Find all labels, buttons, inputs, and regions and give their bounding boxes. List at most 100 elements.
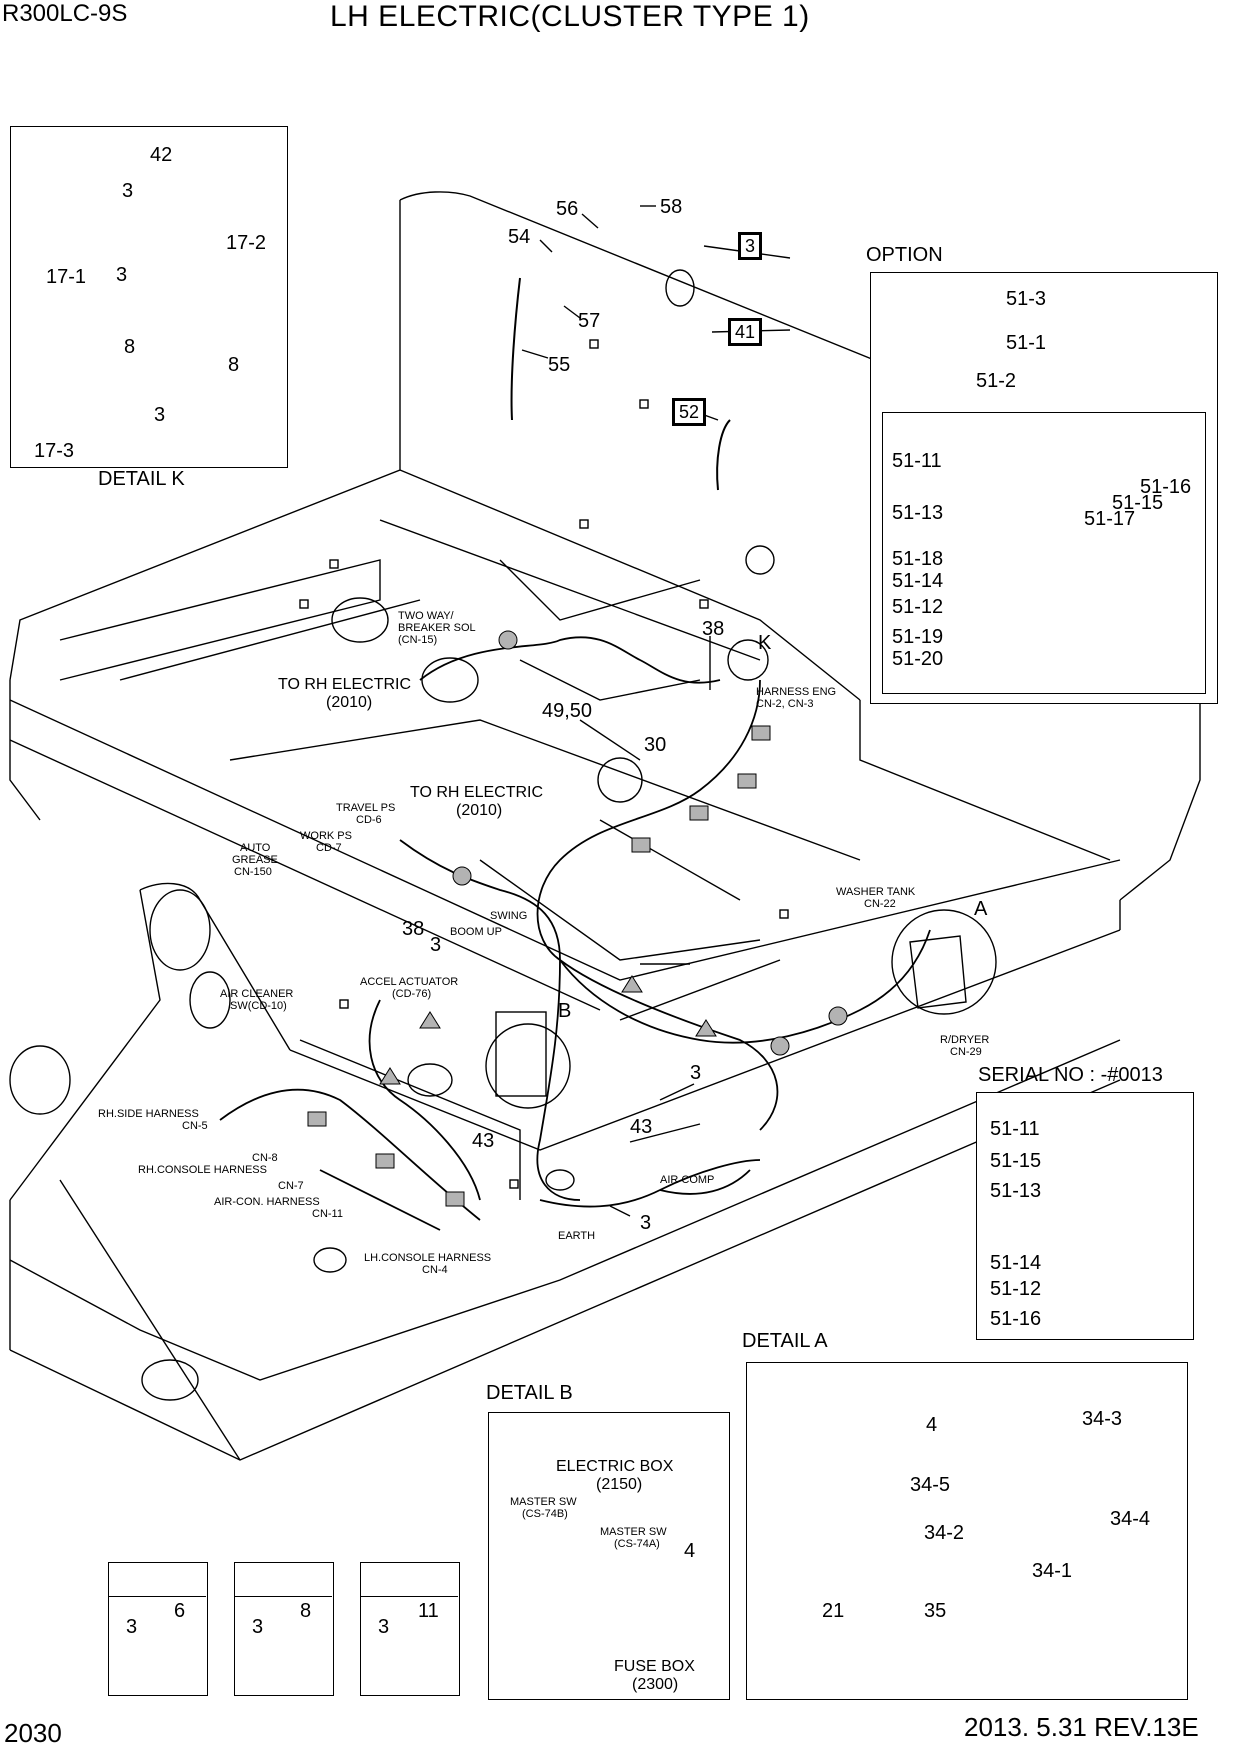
fuse-box-label: FUSE BOX xyxy=(614,1658,695,1675)
detail-a-part: 34-4 xyxy=(1110,1508,1151,1530)
connector-code: CN-5 xyxy=(182,1120,208,1132)
part-label: K xyxy=(758,632,772,654)
detail-a-part: 21 xyxy=(822,1600,845,1622)
connector-label: GREASE xyxy=(232,854,278,866)
connector-label: WORK PS xyxy=(300,830,352,842)
detail-a-part: 34-5 xyxy=(910,1474,951,1496)
connector-code: CN-29 xyxy=(950,1046,982,1058)
option-part: 51-2 xyxy=(976,370,1017,392)
electric-box-ref: (2150) xyxy=(596,1476,643,1493)
connector-code: (CD-76) xyxy=(392,988,432,1000)
connector-label: AUTO xyxy=(240,842,271,854)
serial-part: 51-12 xyxy=(990,1278,1042,1300)
connector-code: CN-4 xyxy=(422,1264,448,1276)
part-label: A xyxy=(974,898,988,920)
fuse-box-ref: (2300) xyxy=(632,1676,679,1693)
connector-code: CN-7 xyxy=(278,1180,304,1192)
connector-label: BREAKER SOL xyxy=(398,622,476,634)
detail-k-part: 3 xyxy=(122,180,134,202)
master-sw-a-code: (CS-74A) xyxy=(614,1538,660,1550)
option-part: 51-13 xyxy=(892,502,944,524)
option-part: 51-19 xyxy=(892,626,944,648)
revision-date: 2013. 5.31 REV.13E xyxy=(964,1712,1199,1742)
part-label-boxed: 52 xyxy=(672,398,707,426)
detail-a-part: 34-1 xyxy=(1032,1560,1073,1582)
detail-b-panel xyxy=(488,1412,730,1700)
part-label: 58 xyxy=(660,196,683,218)
legend-triangle-box xyxy=(360,1562,460,1696)
serial-part: 51-16 xyxy=(990,1308,1042,1330)
legend-divider xyxy=(360,1596,458,1597)
part-label: 43 xyxy=(630,1116,653,1138)
detail-k-part: 42 xyxy=(150,144,173,166)
reference-code: (2010) xyxy=(456,802,503,819)
part-label: B xyxy=(558,1000,572,1022)
part-label-boxed: 41 xyxy=(728,318,763,346)
option-part: 51-15 xyxy=(1112,492,1164,514)
legend-part-right: 8 xyxy=(300,1600,312,1622)
detail-a-caption: DETAIL A xyxy=(742,1330,828,1352)
connector-label: HARNESS ENG xyxy=(756,686,837,698)
legend-divider xyxy=(234,1596,332,1597)
connector-label: R/DRYER xyxy=(940,1034,990,1046)
option-part: 51-12 xyxy=(892,596,944,618)
part-label: 56 xyxy=(556,198,579,220)
model-number: R300LC-9S xyxy=(2,0,128,27)
connector-code: CN-11 xyxy=(312,1208,343,1220)
connector-code: CD-7 xyxy=(316,842,342,854)
option-inner-panel xyxy=(882,412,1206,694)
option-part: 51-11 xyxy=(892,450,942,472)
page-number: 2030 xyxy=(4,1718,62,1748)
connector-label: AIR COMP xyxy=(660,1174,715,1186)
connector-label: LH.CONSOLE HARNESS xyxy=(364,1252,492,1264)
legend-part-left: 3 xyxy=(126,1616,138,1638)
detail-a-part: 34-2 xyxy=(924,1522,965,1544)
serial-caption: SERIAL NO : -#0013 xyxy=(978,1064,1163,1086)
serial-part: 51-15 xyxy=(990,1150,1042,1172)
part-label: 30 xyxy=(644,734,667,756)
connector-code: CN-150 xyxy=(234,866,272,878)
option-part: 51-14 xyxy=(892,570,944,592)
reference-code: (2010) xyxy=(326,694,373,711)
reference-label: TO RH ELECTRIC xyxy=(410,784,544,801)
connector-label: TRAVEL PS xyxy=(336,802,396,814)
electric-box-label: ELECTRIC BOX xyxy=(556,1458,674,1475)
detail-k-part: 17-3 xyxy=(34,440,75,462)
connector-label: TWO WAY/ xyxy=(398,610,454,622)
detail-k-part: 8 xyxy=(228,354,240,376)
legend-part-right: 6 xyxy=(174,1600,186,1622)
legend-part-left: 3 xyxy=(252,1616,264,1638)
legend-square-box xyxy=(234,1562,334,1696)
option-part: 51-3 xyxy=(1006,288,1047,310)
part-label: 43 xyxy=(472,1130,495,1152)
legend-circle-box xyxy=(108,1562,208,1696)
connector-label: WASHER TANK xyxy=(836,886,916,898)
master-sw-b-label: MASTER SW xyxy=(510,1496,577,1508)
connector-code: (CN-15) xyxy=(398,634,438,646)
serial-part: 51-11 xyxy=(990,1118,1040,1140)
detail-a-part: 4 xyxy=(926,1414,938,1436)
part-label-boxed: 3 xyxy=(738,232,763,260)
part-label: 55 xyxy=(548,354,571,376)
connector-label: AIR-CON. HARNESS xyxy=(214,1196,320,1208)
connector-code: CN-2, CN-3 xyxy=(756,698,814,710)
part-label: 3 xyxy=(640,1212,652,1234)
option-part: 51-17 xyxy=(1084,508,1136,530)
master-sw-b-code: (CS-74B) xyxy=(522,1508,568,1520)
detail-k-part: 3 xyxy=(116,264,128,286)
reference-label: TO RH ELECTRIC xyxy=(278,676,412,693)
detail-b-caption: DETAIL B xyxy=(486,1382,573,1404)
part-label: 54 xyxy=(508,226,531,248)
connector-label: RH.SIDE HARNESS xyxy=(98,1108,199,1120)
detail-k-part: 17-2 xyxy=(226,232,267,254)
connector-label: SWING xyxy=(490,910,528,922)
connector-code: CD-6 xyxy=(356,814,382,826)
connector-code: CN-8 xyxy=(252,1152,278,1164)
option-part: 51-1 xyxy=(1006,332,1047,354)
part-label: 38 xyxy=(402,918,425,940)
connector-label: EARTH xyxy=(558,1230,596,1242)
option-caption: OPTION xyxy=(866,244,943,266)
legend-part-left: 3 xyxy=(378,1616,390,1638)
connector-code: CN-22 xyxy=(864,898,896,910)
serial-part: 51-13 xyxy=(990,1180,1042,1202)
